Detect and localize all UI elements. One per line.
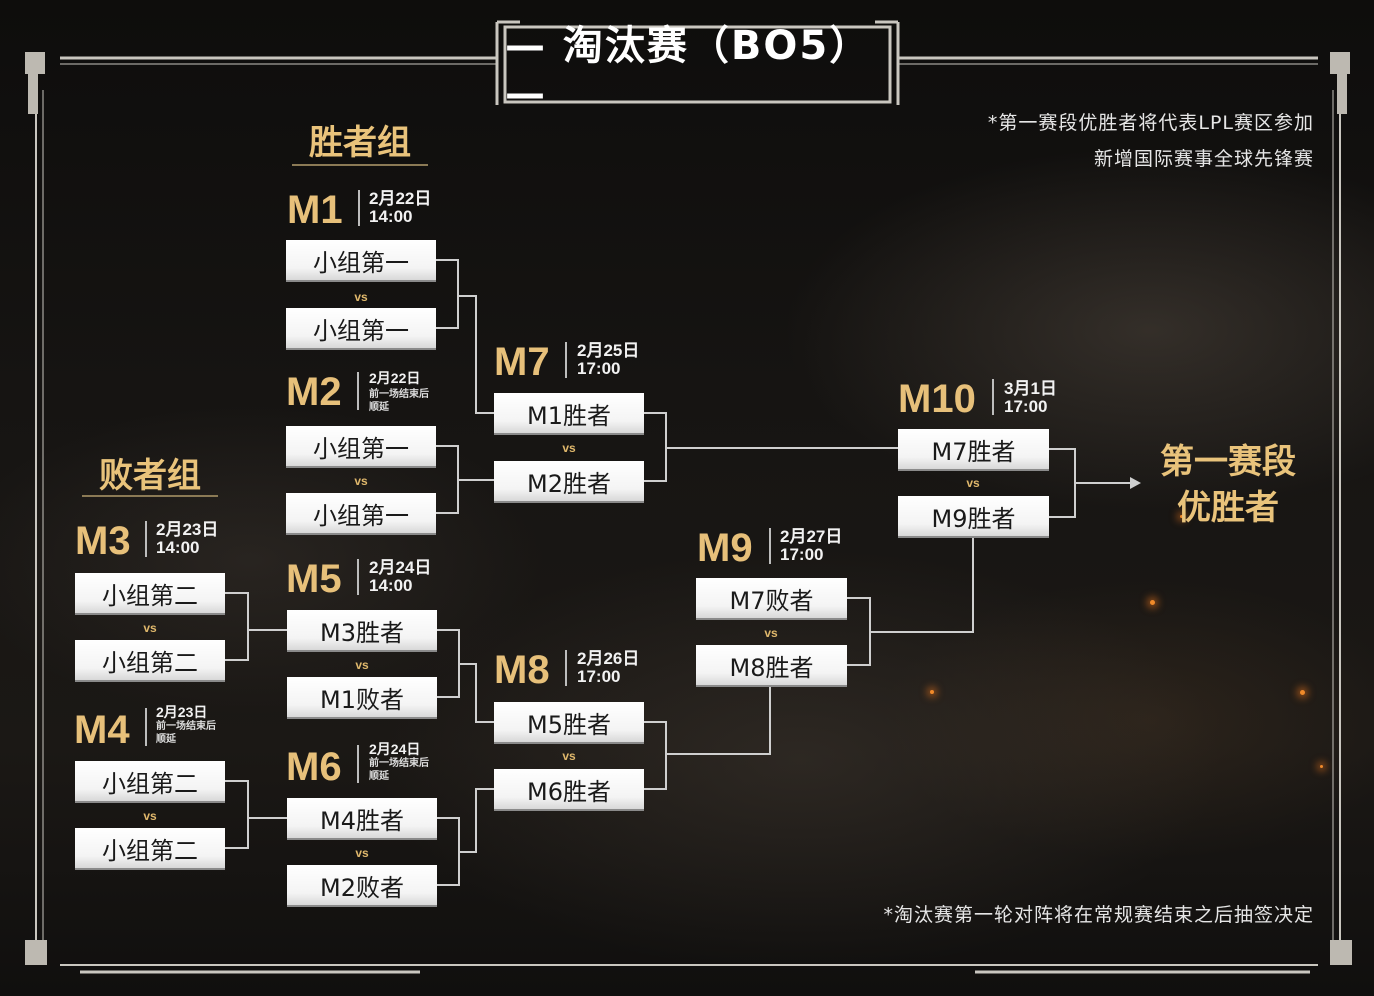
match-note-m4: 前一场结束后 顺延 (156, 721, 216, 745)
match-date-m6: 2月24日 (369, 741, 421, 757)
match-divider (992, 379, 994, 415)
vs-label: vs (355, 658, 369, 672)
match-label-m3: M3 (75, 519, 131, 563)
match-date-m2: 2月22日 (369, 370, 421, 386)
match-divider (769, 528, 771, 564)
ember-spark (1150, 600, 1155, 605)
losers-group-underline (82, 495, 218, 497)
team-slot-m3-b: 小组第二 (75, 640, 225, 680)
losers-group-title: 败者组 (99, 456, 201, 496)
team-slot-m10-b: M9胜者 (898, 496, 1049, 536)
vs-label: vs (764, 626, 778, 640)
match-label-m9: M9 (697, 526, 753, 570)
note-top-line1: *第一赛段优胜者将代表LPL赛区参加 (987, 112, 1314, 134)
match-divider (357, 372, 359, 410)
team-slot-m3-a: 小组第二 (75, 573, 225, 613)
match-label-m1: M1 (287, 188, 343, 232)
match-label-m10: M10 (898, 377, 976, 421)
vs-label: vs (143, 621, 157, 635)
vs-label: vs (562, 749, 576, 763)
team-slot-m8-a: M5胜者 (494, 702, 644, 742)
team-slot-m4-a: 小组第二 (75, 761, 225, 801)
team-slot-m6-b: M2败者 (287, 865, 437, 905)
match-date-m8: 2月26日 17:00 (577, 649, 640, 687)
vs-label: vs (966, 476, 980, 490)
match-note-m6: 前一场结束后 顺延 (369, 758, 429, 782)
team-slot-m1-a: 小组第一 (286, 240, 436, 280)
match-label-m8: M8 (494, 648, 550, 692)
vs-label: vs (354, 290, 368, 304)
match-date-m5: 2月24日 14:00 (369, 558, 432, 596)
team-slot-m9-a: M7败者 (696, 578, 847, 618)
match-label-m7: M7 (494, 340, 550, 384)
match-date-m4: 2月23日 (156, 704, 208, 720)
match-date-m9: 2月27日 17:00 (780, 527, 843, 565)
match-divider (565, 650, 567, 686)
champion-label: 第一赛段 优胜者 (1138, 440, 1318, 532)
vs-label: vs (143, 809, 157, 823)
team-slot-m9-b: M8胜者 (696, 645, 847, 685)
match-divider (358, 190, 360, 226)
team-slot-m7-b: M2胜者 (494, 461, 644, 501)
champion-line2: 优胜者 (1177, 487, 1279, 528)
match-label-m4: M4 (74, 708, 130, 752)
team-slot-m5-b: M1败者 (287, 677, 437, 717)
note-top-line2: 新增国际赛事全球先锋赛 (1093, 148, 1314, 170)
ember-spark (930, 690, 934, 694)
champion-line1: 第一赛段 (1160, 442, 1296, 482)
match-divider (357, 559, 359, 595)
team-slot-m7-a: M1胜者 (494, 393, 644, 433)
match-label-m2: M2 (286, 370, 342, 414)
match-label-m5: M5 (286, 557, 342, 601)
match-divider (145, 521, 147, 557)
team-slot-m6-a: M4胜者 (287, 798, 437, 838)
team-slot-m8-b: M6胜者 (494, 769, 644, 809)
winners-group-title: 胜者组 (309, 123, 411, 163)
vs-label: vs (354, 474, 368, 488)
match-date-m1: 2月22日 14:00 (369, 189, 432, 227)
ember-spark (1320, 765, 1323, 768)
ember-spark (1180, 515, 1183, 518)
vs-label: vs (355, 846, 369, 860)
page-title: — 淘汰赛（BO5）— (505, 22, 872, 117)
match-note-m2: 前一场结束后 顺延 (369, 389, 429, 413)
winners-group-underline (292, 164, 428, 166)
team-slot-m2-a: 小组第一 (286, 426, 436, 466)
vs-label: vs (562, 441, 576, 455)
match-divider (565, 342, 567, 378)
match-divider (357, 745, 359, 783)
match-divider (145, 708, 147, 746)
match-date-m3: 2月23日 14:00 (156, 520, 219, 558)
team-slot-m4-b: 小组第二 (75, 828, 225, 868)
team-slot-m1-b: 小组第一 (286, 308, 436, 348)
match-label-m6: M6 (286, 745, 342, 789)
team-slot-m10-a: M7胜者 (898, 429, 1049, 469)
team-slot-m2-b: 小组第一 (286, 493, 436, 533)
match-date-m10: 3月1日 17:00 (1004, 379, 1057, 417)
ember-spark (1300, 690, 1305, 695)
note-bottom: *淘汰赛第一轮对阵将在常规赛结束之后抽签决定 (883, 904, 1314, 926)
team-slot-m5-a: M3胜者 (287, 610, 437, 650)
match-date-m7: 2月25日 17:00 (577, 341, 640, 379)
